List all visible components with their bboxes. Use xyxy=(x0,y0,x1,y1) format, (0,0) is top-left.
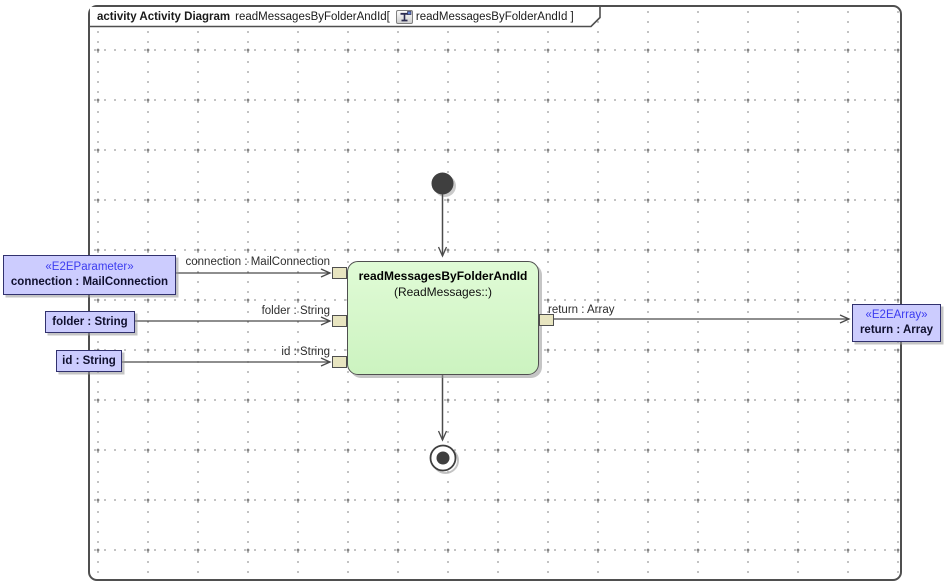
activity-diagram-icon xyxy=(396,10,413,24)
diagram-frame-header: activity Activity Diagram readMessagesBy… xyxy=(90,7,600,26)
input-pin-folder[interactable] xyxy=(332,315,347,327)
frame-diagram-name: readMessagesByFolderAndId[ xyxy=(235,10,390,23)
parameter-name: folder : String xyxy=(52,315,128,328)
edge-label-return: return : Array xyxy=(548,304,615,316)
parameter-node-folder[interactable]: folder : String xyxy=(45,311,135,333)
parameter-node-connection[interactable]: «E2EParameter» connection : MailConnecti… xyxy=(3,255,176,295)
input-pin-connection[interactable] xyxy=(332,267,347,279)
edge-label-connection: connection : MailConnection xyxy=(185,256,330,268)
input-pin-id[interactable] xyxy=(332,356,347,368)
frame-inner-name: readMessagesByFolderAndId ] xyxy=(415,10,574,23)
edge-label-folder: folder : String xyxy=(261,305,330,317)
output-pin-return[interactable] xyxy=(539,314,554,326)
action-readMessagesByFolderAndId[interactable]: readMessagesByFolderAndId (ReadMessages:… xyxy=(347,261,539,375)
action-qualifier: (ReadMessages::) xyxy=(393,285,493,299)
edge-label-id: id : String xyxy=(281,346,330,358)
parameter-name: connection : MailConnection xyxy=(10,276,169,288)
parameter-stereotype: «E2EParameter» xyxy=(45,261,134,273)
frame-kind-label: activity Activity Diagram xyxy=(97,10,231,23)
parameter-node-id[interactable]: id : String xyxy=(56,350,122,372)
parameter-node-return[interactable]: «E2EArray» return : Array xyxy=(852,304,941,342)
parameter-name: return : Array xyxy=(859,324,934,336)
parameter-name: id : String xyxy=(62,354,116,367)
action-name: readMessagesByFolderAndId xyxy=(358,269,528,283)
parameter-stereotype: «E2EArray» xyxy=(865,309,928,321)
